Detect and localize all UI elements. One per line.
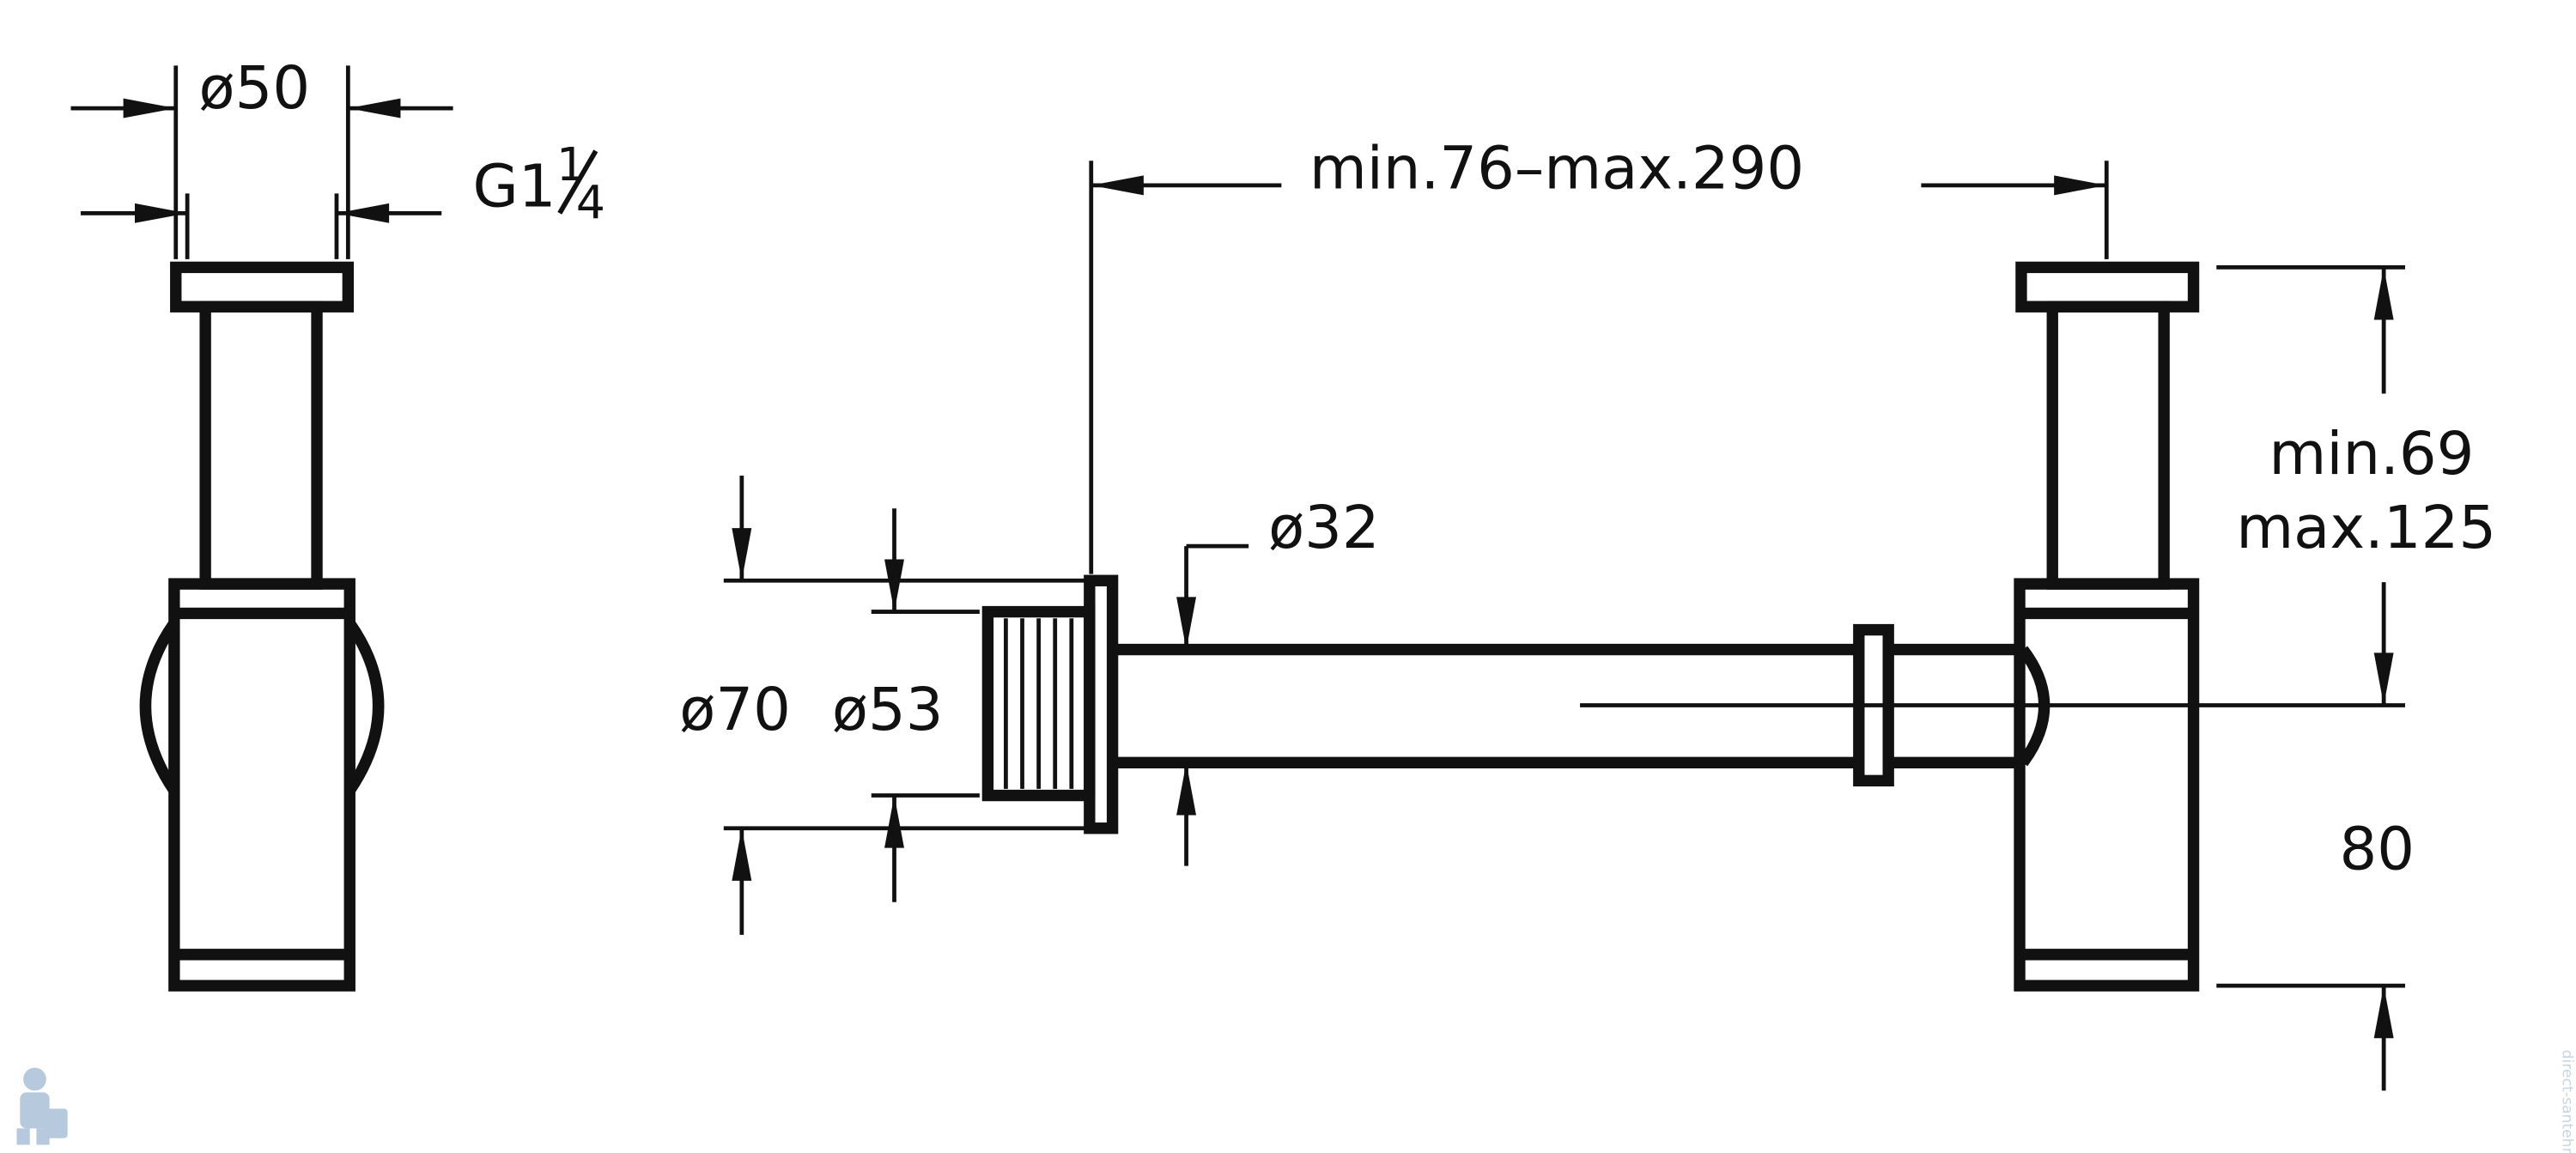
dim-arrow [2373,267,2394,320]
plumber-mascot-icon [16,1067,68,1145]
dim-pipe-diameter: ø32 [1268,494,1380,562]
front-view-tailpiece [2046,300,2170,590]
dim-arrow [2373,986,2394,1039]
dim-arrow [135,203,188,223]
side-view-tailpiece [199,300,323,590]
dim-arrow [884,559,904,612]
side-view-top-flange [170,261,355,313]
dim-thread: G1 [473,153,556,221]
wall-flange-collar [981,605,1096,802]
dim-arrow [884,795,904,848]
watermark-side-text: direct-santehnika [2558,1050,2575,1153]
front-view: min.76–max.290 ø32 ø70 ø53 min.69 max.12… [679,135,2496,1091]
dim-arrow [2373,652,2394,706]
dim-arrow [336,203,390,223]
dim-arrow [1176,597,1197,650]
side-view-bulge-right [344,620,385,794]
dim-outer-diameter: ø50 [199,54,311,123]
dim-arrow [123,98,176,118]
dim-reach: min.76–max.290 [1309,135,1804,203]
side-view-trap-body [168,578,355,992]
front-view-trap-body [2014,578,2200,992]
dim-arrow [1091,175,1144,196]
dim-arrow [732,828,752,881]
dim-arrow [732,528,752,581]
wall-flange-grooves [1004,618,1074,789]
dim-height-max: max.125 [2236,494,2496,562]
dim-flange-outer: ø70 [679,676,791,744]
side-view: ø50 G1 1 4 [70,54,605,992]
dim-arrow [1176,762,1197,816]
side-view-bulge-left [139,620,179,794]
dim-arrow [2054,175,2107,196]
front-view-top-flange [2015,261,2200,313]
dim-flange-inner: ø53 [832,676,944,744]
dim-thread-fraction-num: 1 [556,137,586,191]
dim-arrow [348,98,401,118]
dim-thread-fraction-den: 4 [576,175,605,229]
dim-height-min: min.69 [2269,420,2474,489]
dim-body-height: 80 [2340,816,2415,884]
